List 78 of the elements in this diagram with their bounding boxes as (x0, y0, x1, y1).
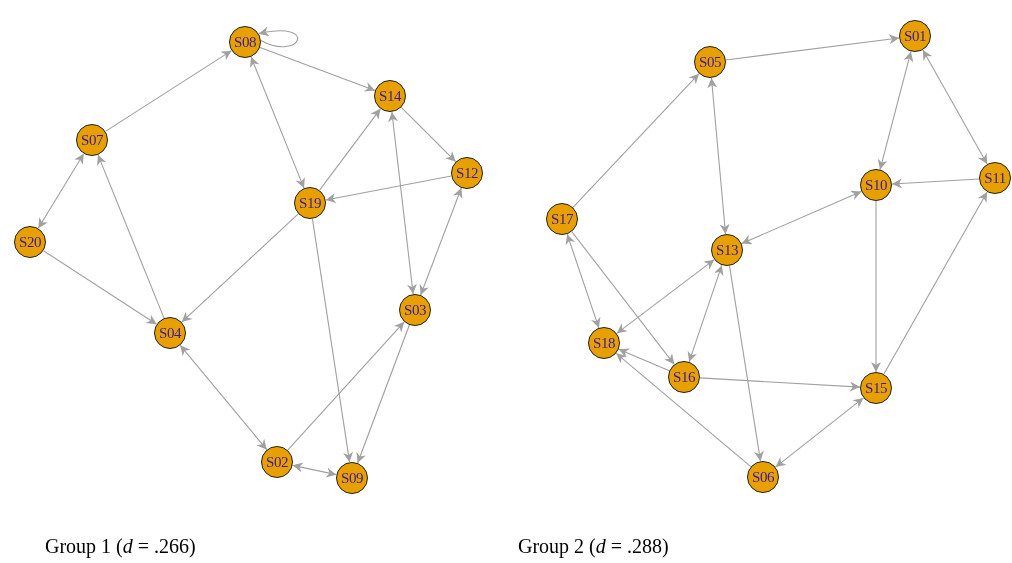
arrow (250, 56, 305, 189)
arrow (699, 377, 861, 392)
node-label: S08 (234, 33, 256, 51)
arrow (572, 73, 700, 208)
node-label: S13 (716, 241, 738, 259)
node-circle (154, 317, 186, 349)
node-circle (336, 462, 368, 494)
node-circle (588, 327, 620, 359)
caption: Group 2 (d = .288) (518, 535, 669, 558)
node-circle (294, 187, 326, 219)
arrow (571, 231, 675, 365)
node-label: S01 (904, 27, 926, 45)
node-label: S09 (341, 469, 363, 487)
arrow (259, 47, 376, 92)
arrow (883, 191, 988, 375)
node-circle (860, 372, 892, 404)
node-label: S10 (865, 176, 887, 194)
arrow (179, 344, 268, 451)
node-label: S15 (865, 379, 887, 397)
arrow (922, 49, 988, 165)
node-label: S07 (81, 131, 103, 149)
arrow (891, 178, 980, 189)
arrow (97, 154, 165, 319)
node-label: S05 (699, 53, 721, 71)
arrow (356, 324, 410, 464)
arrow (400, 106, 457, 163)
node-label: S02 (266, 453, 288, 471)
arrow (37, 153, 85, 229)
node-label: S18 (593, 334, 615, 352)
node-circle (860, 169, 892, 201)
node-label: S06 (752, 468, 774, 486)
arrow (741, 190, 862, 245)
node-label: S17 (551, 210, 573, 228)
arrow (565, 233, 601, 329)
node-circle (668, 361, 700, 393)
node-circle (546, 203, 578, 235)
arrow (258, 27, 299, 48)
node-label: S11 (984, 169, 1006, 187)
node-label: S12 (456, 164, 478, 182)
node-circle (261, 446, 293, 478)
node-circle (451, 157, 483, 189)
arrow (687, 264, 724, 363)
arrow (877, 50, 914, 171)
arrow (419, 187, 463, 296)
arrow (319, 108, 381, 191)
arrow (104, 50, 233, 132)
arrow (725, 34, 900, 61)
node-circle (747, 461, 779, 493)
arrow (775, 397, 864, 468)
arrow (616, 259, 715, 334)
node-circle (14, 226, 46, 258)
node-circle (76, 124, 108, 156)
arrow (388, 111, 417, 295)
node-circle (229, 26, 261, 58)
arrow (871, 200, 881, 373)
node-circle (694, 46, 726, 78)
arrow (42, 250, 158, 325)
node-circle (899, 20, 931, 52)
node-label: S20 (19, 233, 41, 251)
arrow (292, 462, 337, 478)
arrow (325, 175, 452, 204)
caption: Group 1 (d = .266) (45, 535, 196, 558)
node-circle (399, 294, 431, 326)
node-label: S03 (404, 301, 426, 319)
node-label: S16 (673, 368, 695, 386)
node-label: S04 (159, 324, 181, 342)
arrow (311, 218, 353, 463)
arrow (707, 77, 730, 235)
node-label: S14 (379, 87, 401, 105)
arrow (181, 213, 299, 323)
node-circle (979, 162, 1011, 194)
arrow (287, 321, 405, 451)
node-label: S19 (299, 194, 321, 212)
node-circle (711, 234, 743, 266)
arrow (618, 348, 670, 372)
arrow (728, 265, 764, 462)
arrow (615, 352, 752, 468)
node-circle (374, 80, 406, 112)
